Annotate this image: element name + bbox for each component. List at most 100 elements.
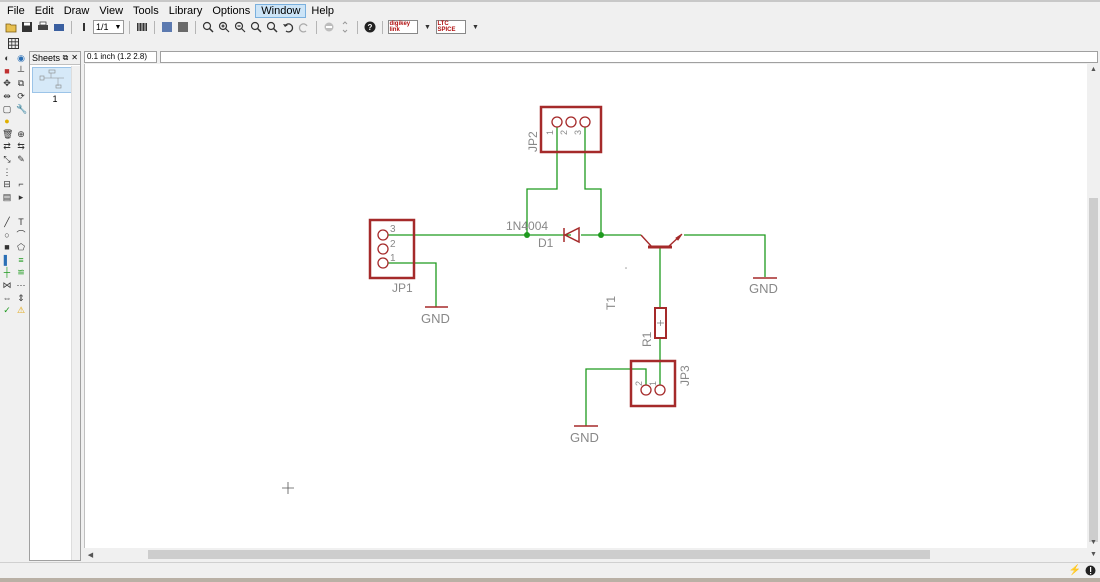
redo-icon[interactable] <box>297 20 311 34</box>
sheet-select[interactable]: 1/1 ▼ <box>93 20 125 34</box>
name-icon[interactable]: ✎ <box>17 154 25 165</box>
lightning-icon[interactable]: ⚡ <box>1068 565 1081 576</box>
help-icon[interactable]: ? <box>363 20 377 34</box>
line-icon[interactable]: ╱ <box>4 217 10 228</box>
module-icon[interactable]: ⇕ <box>17 292 25 303</box>
command-palette: ◐◉ ■┴ ✥⧉ ⇹⟳ ▢🔧 ● 🗑⊕ ⇄⇆ ⤡✎ ⋮ ⊟⌐ ▤▸ ╱T ○⌒ … <box>0 52 28 572</box>
bus-icon[interactable]: ▌ <box>3 254 11 265</box>
menu-help[interactable]: Help <box>311 5 335 17</box>
cam-icon[interactable] <box>52 20 66 34</box>
chevron-down-icon[interactable]: ▼ <box>1090 539 1097 546</box>
menu-tools[interactable]: Tools <box>133 5 159 17</box>
d1-diode <box>563 226 580 244</box>
chevron-down-icon[interactable]: ▼ <box>471 23 479 31</box>
zoom-in-icon[interactable] <box>217 20 231 34</box>
invoke-icon[interactable]: ▸ <box>18 191 24 202</box>
smash-icon[interactable]: ▤ <box>2 191 12 202</box>
pinswap-icon[interactable]: ⇄ <box>3 141 11 152</box>
mirror-icon[interactable]: ⇹ <box>3 91 11 102</box>
copy-icon[interactable]: ⧉ <box>17 78 25 89</box>
text-icon[interactable]: T <box>18 217 24 228</box>
chevron-up-icon[interactable]: ▲ <box>1090 66 1097 73</box>
jp2-pin-label: 3 <box>573 130 583 135</box>
rect-icon[interactable]: ■ <box>4 242 10 253</box>
print-icon[interactable] <box>36 20 50 34</box>
wires <box>387 126 766 426</box>
polygon-icon[interactable]: ⬠ <box>17 242 25 253</box>
menu-library[interactable]: Library <box>168 5 203 17</box>
toolbar-divider <box>357 20 359 34</box>
horizontal-scrollbar[interactable]: ◀ ▼ <box>84 548 1097 561</box>
info-icon[interactable] <box>1085 565 1096 579</box>
paste-icon[interactable]: ● <box>4 116 10 127</box>
menu-view[interactable]: View <box>99 5 124 17</box>
go-icon[interactable] <box>338 20 352 34</box>
vertical-scrollbar[interactable]: ▲ ▼ <box>1087 64 1100 548</box>
attribute-icon[interactable]: ⋈ <box>2 279 12 290</box>
circle-icon[interactable]: ○ <box>4 229 10 240</box>
digikey-link-button[interactable]: digikey link <box>388 20 419 34</box>
board-icon[interactable] <box>135 20 149 34</box>
miter-icon[interactable]: ⌐ <box>18 179 24 190</box>
erc-icon[interactable]: ✓ <box>3 305 11 316</box>
menu-options[interactable]: Options <box>212 5 251 17</box>
drc-icon[interactable] <box>176 20 190 34</box>
wire-t1-gnd <box>684 234 766 277</box>
jp3-pin-label: 1 <box>648 381 658 386</box>
vertical-scroll-thumb[interactable] <box>1089 198 1098 542</box>
change-icon[interactable]: 🔧 <box>16 103 28 114</box>
command-input[interactable] <box>160 51 1098 63</box>
junction-icon[interactable]: ┼ <box>3 267 11 278</box>
rotate-icon[interactable]: ⟳ <box>17 91 25 102</box>
menu-window[interactable]: Window <box>255 4 307 18</box>
save-icon[interactable] <box>20 20 34 34</box>
display-icon[interactable]: ■ <box>4 65 10 76</box>
junction-dot <box>524 232 530 238</box>
replace-icon[interactable]: ⤡ <box>3 154 11 165</box>
sheets-scrollbar[interactable] <box>71 66 80 560</box>
chevron-down-icon[interactable]: ▼ <box>423 23 431 31</box>
split-icon[interactable]: ⋮ <box>2 166 12 177</box>
chevron-left-icon[interactable]: ◀ <box>87 552 94 559</box>
warning-icon[interactable]: ⚠ <box>16 305 26 316</box>
group-icon[interactable]: ▢ <box>2 103 12 114</box>
gateswap-icon[interactable]: ⇆ <box>17 141 25 152</box>
digikey-link-label: digikey link <box>389 21 411 33</box>
menu-draw[interactable]: Draw <box>63 5 90 17</box>
bom-icon[interactable] <box>160 20 174 34</box>
ripup-icon[interactable]: ⇔ <box>2 292 12 303</box>
stop-icon[interactable] <box>322 20 336 34</box>
ltspice-button[interactable]: LTC SPICE <box>436 20 467 34</box>
mark-icon[interactable]: ┴ <box>17 65 25 76</box>
horizontal-scroll-thumb[interactable] <box>148 550 930 559</box>
show-icon[interactable]: ◉ <box>17 53 25 64</box>
zoom-select-icon[interactable] <box>265 20 279 34</box>
zoom-out-icon[interactable] <box>233 20 247 34</box>
menu-file[interactable]: File <box>7 5 25 17</box>
jp1-pin-label: 3 <box>390 224 396 235</box>
chevron-down-icon: ▼ <box>114 23 122 31</box>
dimension-icon[interactable]: ⋯ <box>16 279 26 290</box>
jp1-label: JP1 <box>392 281 413 295</box>
delete-icon[interactable]: 🗑 <box>2 128 14 139</box>
info-icon[interactable]: ◐ <box>4 53 10 64</box>
add-icon[interactable]: ⊕ <box>17 128 25 139</box>
move-icon[interactable]: ✥ <box>3 78 11 89</box>
chevron-down-icon[interactable]: ▼ <box>1090 551 1097 558</box>
undo-icon[interactable] <box>281 20 295 34</box>
zoom-redraw-icon[interactable] <box>249 20 263 34</box>
svg-text:?: ? <box>368 23 373 32</box>
float-panel-icon[interactable]: ⧉ <box>62 53 69 62</box>
open-icon[interactable] <box>4 20 18 34</box>
value-icon[interactable]: ⊟ <box>3 179 11 190</box>
menu-edit[interactable]: Edit <box>34 5 54 17</box>
gnd-label-jp1: GND <box>421 311 450 326</box>
sheet-number: 1 <box>52 94 58 104</box>
grid-icon[interactable] <box>6 36 20 50</box>
close-icon[interactable]: ✕ <box>71 53 78 62</box>
schematic-canvas[interactable]: JP2 1 2 3 JP1 3 2 1 1N4004 D1 T1 R1 JP3 … <box>84 64 1087 548</box>
label-icon[interactable]: ≌ <box>17 267 25 278</box>
arc-icon[interactable]: ⌒ <box>16 229 26 240</box>
zoom-fit-icon[interactable] <box>201 20 215 34</box>
net-icon[interactable]: ≡ <box>18 254 24 265</box>
